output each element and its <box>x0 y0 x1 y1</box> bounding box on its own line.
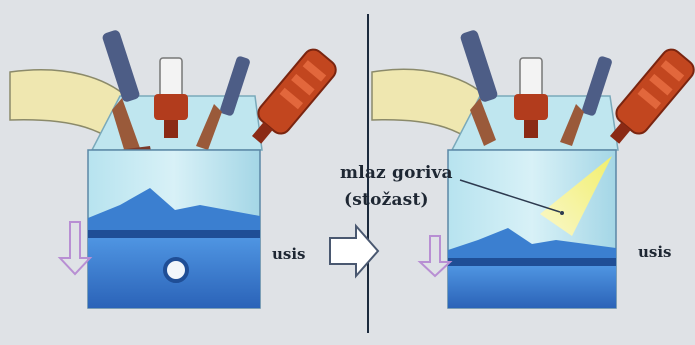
left-engine <box>10 29 340 308</box>
left-stroke-arrow-icon <box>60 222 90 274</box>
right-injector <box>601 46 695 152</box>
fuel-jet-label: mlaz goriva <box>340 165 453 182</box>
left-piston-pin <box>165 259 187 281</box>
transition-arrow-icon <box>330 226 378 276</box>
fuel-jet-leader-dot <box>560 211 564 215</box>
fuel-jet-shape-label: (stožast) <box>344 192 429 209</box>
intake-label-left: usis <box>272 247 306 262</box>
left-injector <box>243 46 340 152</box>
right-stroke-arrow-icon <box>420 236 450 276</box>
intake-label-right: usis <box>638 245 672 260</box>
